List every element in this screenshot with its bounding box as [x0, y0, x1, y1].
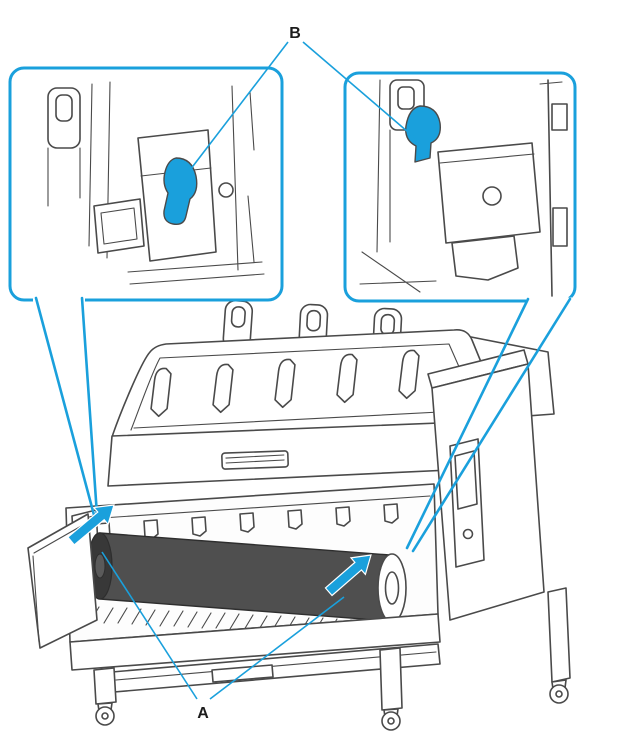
- roll-core: [94, 553, 106, 579]
- guide-tab: [383, 503, 399, 524]
- vent-grille: [221, 450, 289, 470]
- hook: [222, 299, 254, 350]
- lower-front-panel: [69, 613, 441, 671]
- caster-left: [95, 702, 115, 726]
- guide-tab: [239, 512, 255, 533]
- cover-lever: [212, 363, 234, 414]
- left-roll-holder-lock-highlight: [163, 157, 198, 226]
- control-button: [462, 528, 474, 540]
- leader-line-b-right: [302, 41, 423, 145]
- cover-levers: [150, 349, 420, 418]
- leader-line-a-left: [101, 551, 198, 700]
- roll-right-hub: [384, 571, 400, 605]
- label-a: A: [197, 705, 209, 722]
- callout-left-tail: [34, 296, 99, 517]
- callout-right: [343, 71, 577, 553]
- leader-line-a-right: [209, 596, 345, 700]
- cover-lever: [150, 367, 172, 418]
- paper-guide-bar: [71, 495, 431, 521]
- leader-line-b-left: [189, 41, 289, 171]
- label-b: B: [289, 25, 301, 42]
- caster-middle: [381, 708, 401, 731]
- guide-tab: [191, 516, 207, 537]
- top-cover-inner-rim: [130, 343, 479, 431]
- callout-right-artwork: [359, 79, 568, 297]
- right-roll-holder-lock-highlight: [405, 105, 441, 163]
- guide-tab: [335, 506, 351, 527]
- cover-lever: [274, 358, 296, 409]
- callout-right-tail: [405, 297, 572, 553]
- cover-lever: [398, 349, 420, 400]
- caster-right: [549, 679, 569, 704]
- output-flap: [27, 513, 98, 649]
- control-screen: [454, 450, 478, 510]
- guide-tab: [287, 509, 303, 530]
- printer-illustration: [27, 299, 571, 731]
- middle-leg: [379, 647, 403, 711]
- callout-left: [8, 66, 284, 517]
- cover-lever: [336, 353, 358, 404]
- left-leg: [93, 667, 117, 705]
- right-leg: [547, 587, 571, 683]
